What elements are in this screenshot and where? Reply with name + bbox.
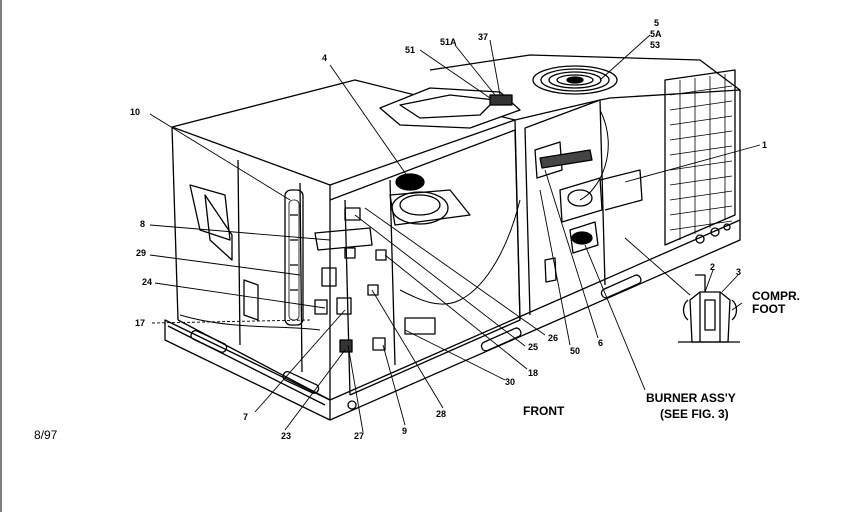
date-code: 8/97 bbox=[34, 428, 58, 442]
callout-24: 24 bbox=[142, 277, 153, 287]
callout-10: 10 bbox=[130, 107, 141, 117]
burner-section bbox=[534, 141, 643, 283]
callout-6: 6 bbox=[598, 338, 604, 348]
wiring bbox=[179, 109, 609, 331]
callout-50: 50 bbox=[570, 346, 581, 356]
burner-assy-label: BURNER ASS'Y bbox=[646, 391, 736, 405]
callout-29: 29 bbox=[136, 248, 147, 258]
front-label: FRONT bbox=[523, 404, 565, 418]
callout-25: 25 bbox=[528, 342, 539, 352]
callout-5a: 5A bbox=[650, 29, 662, 39]
callout-27: 27 bbox=[354, 431, 365, 441]
callout-3: 3 bbox=[736, 267, 742, 277]
condenser-fan bbox=[532, 65, 618, 95]
cabinet bbox=[171, 54, 741, 401]
compressor-foot-detail bbox=[678, 274, 740, 343]
control-box bbox=[284, 189, 373, 326]
callout-4: 4 bbox=[322, 53, 328, 63]
callout-17: 17 bbox=[135, 318, 146, 328]
top-vent bbox=[379, 87, 521, 129]
callout-1: 1 bbox=[762, 140, 768, 150]
callout-2: 2 bbox=[710, 262, 716, 272]
callout-51a: 51A bbox=[440, 37, 457, 47]
blower bbox=[389, 173, 471, 226]
callout-7: 7 bbox=[243, 412, 249, 422]
callout-26: 26 bbox=[548, 333, 559, 343]
inner-components bbox=[189, 184, 436, 353]
burner-see-fig-label: (SEE FIG. 3) bbox=[660, 407, 729, 421]
callout-30: 30 bbox=[505, 377, 516, 387]
leader-lines bbox=[149, 34, 761, 433]
callout-53: 53 bbox=[650, 40, 661, 50]
callout-37: 37 bbox=[478, 32, 489, 42]
callout-18: 18 bbox=[528, 368, 539, 378]
callout-51: 51 bbox=[405, 45, 416, 55]
compr-foot-label-line2: FOOT bbox=[752, 302, 786, 316]
compr-foot-label-line1: COMPR. bbox=[752, 289, 800, 303]
callout-9: 9 bbox=[402, 426, 408, 436]
callout-5: 5 bbox=[654, 18, 660, 28]
callout-28: 28 bbox=[436, 409, 447, 419]
callout-8: 8 bbox=[140, 219, 146, 229]
base-rail bbox=[164, 219, 741, 421]
callout-23: 23 bbox=[281, 431, 292, 441]
